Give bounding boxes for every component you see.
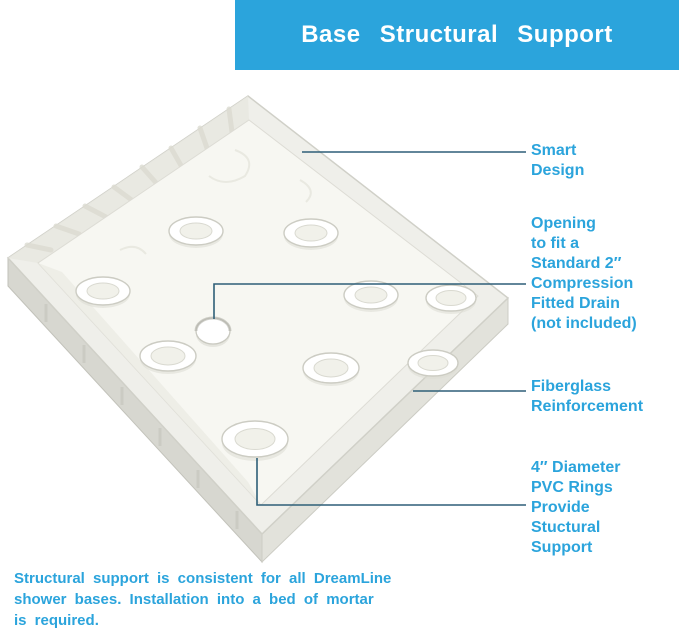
- callout-fiberglass: Fiberglass Reinforcement: [531, 378, 644, 415]
- footer-note: Structural support is consistent for all…: [14, 570, 392, 629]
- drain-opening: [194, 316, 232, 347]
- pvc-ring: [139, 340, 197, 374]
- pvc-ring-large: [221, 420, 289, 461]
- wall-texture: [44, 304, 239, 529]
- pvc-ring: [75, 276, 131, 308]
- pan-rim-band: [8, 96, 249, 263]
- callout-smart-design: Smart Design: [531, 142, 585, 179]
- pvc-ring: [168, 216, 224, 248]
- callout-drain-opening: Opening to fit a Standard 2″ Compression…: [531, 215, 637, 332]
- pvc-ring: [407, 349, 459, 379]
- basin-floor-shading: [38, 263, 261, 505]
- pvc-ring: [302, 352, 360, 386]
- rim-hatch-texture: [24, 106, 235, 253]
- pvc-ring: [283, 218, 339, 250]
- pvc-ring: [343, 280, 399, 312]
- reinforcement-rings: [75, 216, 477, 461]
- callout-line-pvc-rings: [256, 458, 526, 506]
- pvc-ring: [425, 284, 477, 314]
- banner-title: Base Structural Support: [301, 21, 613, 48]
- header-banner: Base Structural Support: [235, 0, 679, 70]
- basin-floor-texture: [119, 149, 312, 255]
- callout-line-drain-opening: [213, 283, 526, 319]
- callout-pvc-rings: 4″ Diameter PVC Rings Provide Stuctural …: [531, 459, 621, 556]
- callout-lines: [213, 151, 526, 506]
